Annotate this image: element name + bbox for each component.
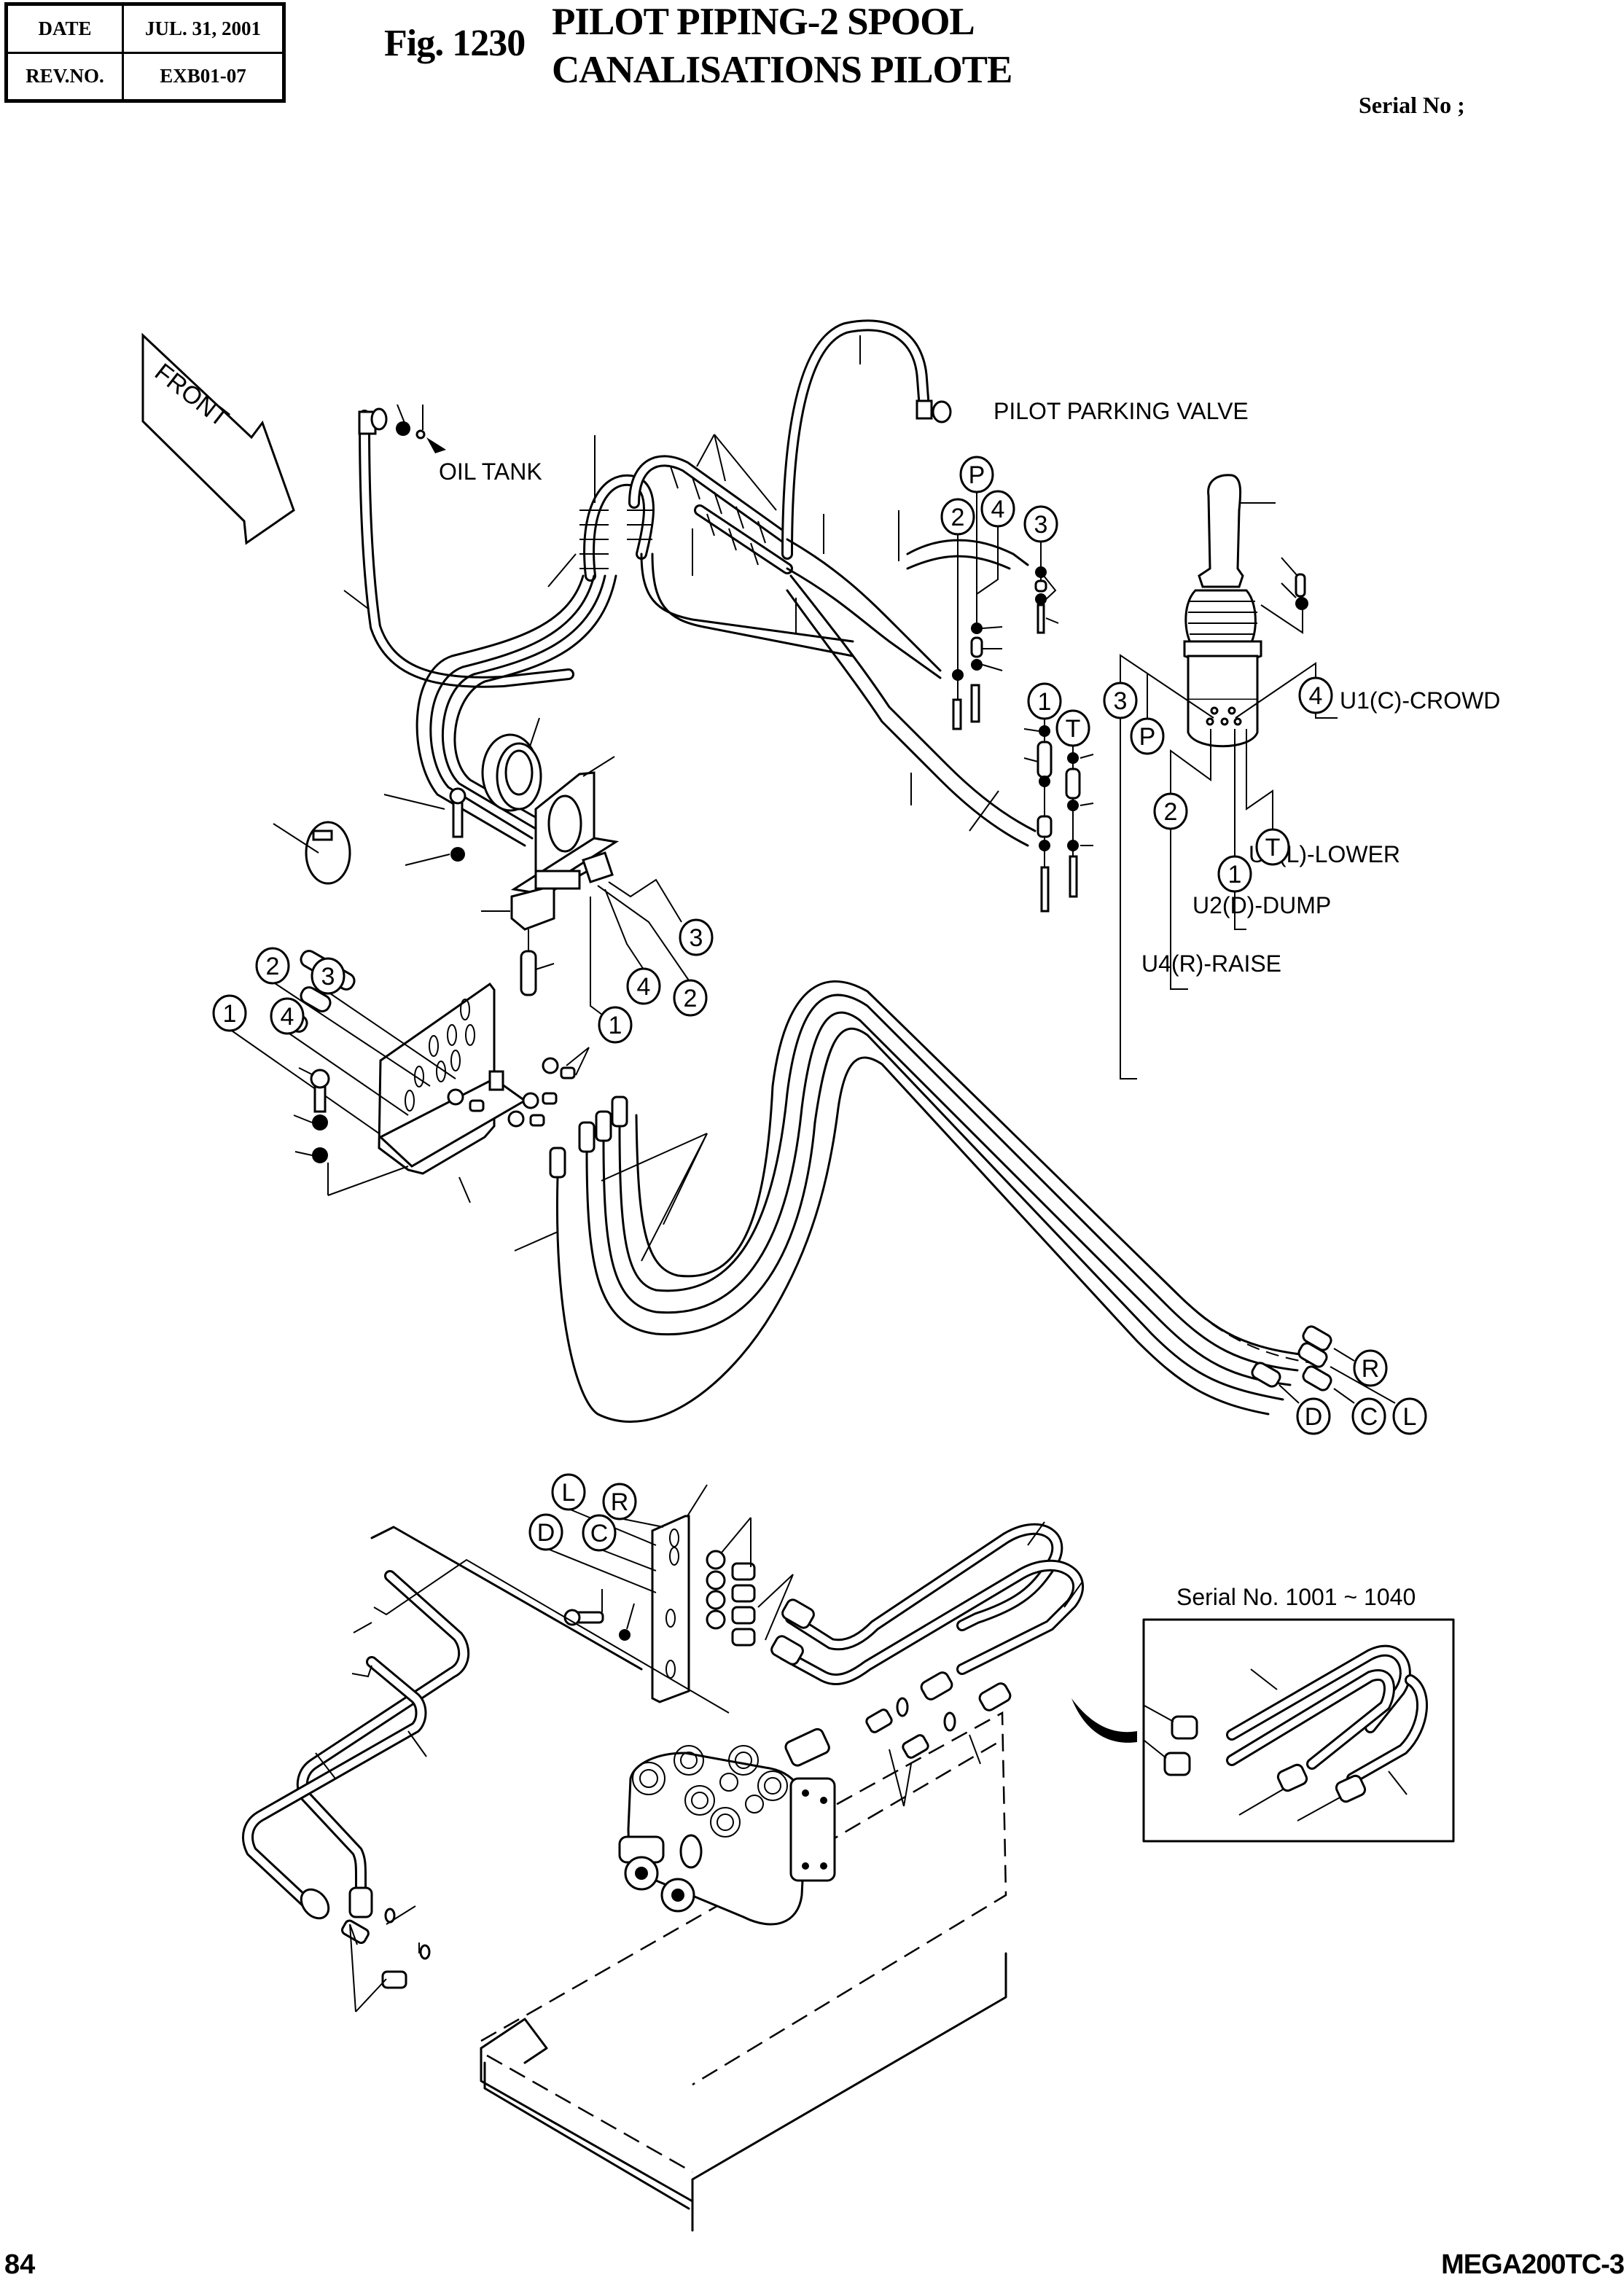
pilot-parking-valve-label: PILOT PARKING VALVE	[993, 398, 1249, 424]
callout-parking-valve-3: 3	[1023, 505, 1058, 543]
serial-number-label: Serial No ;	[1359, 92, 1465, 118]
callout-label: P	[1139, 723, 1156, 751]
callout-label: 2	[951, 504, 965, 531]
date-label: DATE	[5, 3, 124, 54]
callout-label: 1	[609, 1012, 622, 1039]
callout-label: L	[562, 1479, 576, 1507]
callout-parking-valve-4: 4	[980, 490, 1015, 528]
valve-bracket	[545, 1484, 794, 1703]
callout-joystick-1: 1	[1217, 855, 1252, 893]
callout-hose-ends-c: C	[1351, 1397, 1386, 1435]
callout-label: 1	[1038, 688, 1052, 716]
valve-supply-hoses	[770, 1521, 1084, 1807]
callout-label: 2	[1164, 798, 1178, 826]
callout-hose-ends-r: R	[1353, 1349, 1388, 1387]
callout-label: 3	[321, 963, 335, 991]
hose-protector-bundle	[547, 434, 824, 634]
callout-parking-valve-1: 1	[1027, 682, 1062, 720]
parking-valve-fittings	[952, 491, 1059, 730]
callout-label: D	[1305, 1403, 1323, 1431]
oil-tank-label: OIL TANK	[439, 458, 542, 485]
callout-label: 2	[266, 953, 280, 980]
figure-number: Fig. 1230	[384, 23, 526, 64]
callout-label: R	[611, 1488, 629, 1516]
callout-block-left-3: 3	[311, 957, 346, 995]
callout-valve-bracket-r: R	[602, 1483, 637, 1520]
rev-value: EXB01-07	[122, 51, 285, 102]
callout-joystick-3: 3	[1103, 682, 1138, 719]
inset-serial-label: Serial No. 1001 ~ 1040	[1176, 1584, 1416, 1610]
date-value: JUL. 31, 2001	[122, 3, 285, 54]
parking-valve-hose	[781, 319, 952, 560]
connector-plate	[229, 950, 527, 1203]
callout-block-right-2: 2	[673, 979, 708, 1017]
revision-table: DATE JUL. 31, 2001 REV.NO. EXB01-07	[4, 2, 286, 103]
callout-label: 3	[1034, 511, 1048, 539]
callout-valve-bracket-d: D	[528, 1513, 563, 1551]
callout-label: C	[1360, 1403, 1378, 1431]
inset-pointer-icon	[1071, 1698, 1137, 1743]
fitting-stack-1-t	[1023, 717, 1094, 913]
callout-label: C	[590, 1520, 609, 1547]
title-english: PILOT PIPING-2 SPOOL	[552, 1, 975, 43]
callout-joystick-2: 2	[1153, 792, 1188, 830]
callout-valve-bracket-l: L	[551, 1473, 586, 1511]
front-arrow-icon: FRONT	[141, 332, 295, 545]
callout-joystick-p: P	[1130, 717, 1165, 755]
callout-block-right-4: 4	[626, 967, 661, 1005]
hose-end-fittings	[1251, 1325, 1396, 1404]
mounting-base	[370, 1526, 1007, 2232]
crowd-port-label: U1(C)-CROWD	[1340, 687, 1500, 714]
callout-parking-valve-p: P	[959, 456, 994, 493]
callout-label: R	[1362, 1355, 1380, 1383]
pilot-hose-bundle	[415, 510, 1037, 847]
inset-box	[1142, 1618, 1455, 1843]
long-pilot-hoses	[514, 980, 1313, 1423]
callout-label: T	[1066, 715, 1081, 743]
grommet-and-bracket	[273, 717, 620, 902]
callout-block-right-1: 1	[598, 1006, 633, 1044]
callout-label: 4	[991, 496, 1005, 523]
callout-label: 2	[684, 985, 698, 1012]
junction-block	[481, 851, 690, 1018]
callout-label: 1	[1228, 861, 1242, 889]
callout-hose-ends-d: D	[1296, 1397, 1331, 1435]
callout-block-left-1: 1	[212, 994, 247, 1032]
joystick-port-leaders	[1120, 654, 1338, 1079]
inset-hoses	[1144, 1644, 1428, 1822]
callout-block-left-4: 4	[270, 997, 305, 1035]
title-french: CANALISATIONS PILOTE	[552, 49, 1012, 91]
callout-joystick-t: T	[1255, 828, 1290, 866]
callout-label: 3	[1114, 687, 1128, 715]
raise-port-label: U4(R)-RAISE	[1141, 950, 1281, 977]
callout-label: 4	[281, 1003, 294, 1031]
callout-joystick-4: 4	[1298, 676, 1333, 714]
callout-label: 1	[223, 1000, 237, 1028]
rev-label: REV.NO.	[5, 51, 124, 102]
callout-parking-valve-2: 2	[940, 498, 975, 536]
plate-fittings	[447, 1047, 628, 1179]
joystick-control-valve	[1183, 474, 1308, 748]
callout-label: T	[1265, 834, 1281, 862]
callout-block-left-2: 2	[255, 947, 290, 985]
oil-tank-hose	[343, 404, 574, 688]
callout-label: P	[969, 461, 985, 489]
callout-label: L	[1403, 1403, 1417, 1431]
callout-parking-valve-t: T	[1055, 709, 1090, 747]
callout-hose-ends-l: L	[1392, 1397, 1427, 1435]
callout-valve-bracket-c: C	[582, 1514, 617, 1552]
control-valve	[618, 1727, 836, 1926]
steel-pilot-pipe	[242, 1558, 730, 2012]
model-number: MEGA200TC-3	[1441, 2249, 1624, 2280]
callout-label: D	[537, 1519, 555, 1547]
page-number: 84	[4, 2249, 36, 2280]
dump-port-label: U2(D)-DUMP	[1192, 892, 1331, 918]
callout-label: 3	[690, 924, 703, 952]
callout-label: 4	[1309, 682, 1323, 710]
callout-label: 4	[637, 973, 651, 1001]
callout-block-right-3: 3	[679, 918, 714, 956]
